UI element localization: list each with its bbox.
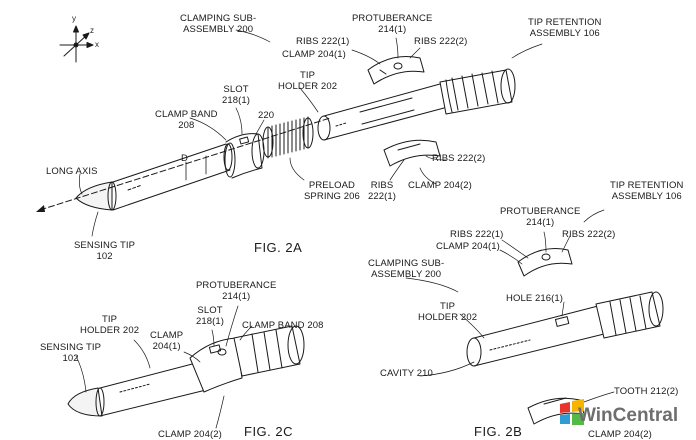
label-line: 204(1) [152, 341, 181, 352]
label-sensing-tip-2c: Sensing tip 102 [40, 342, 101, 364]
axis-label-x: x [95, 40, 99, 49]
fig2a-sensing-tip [75, 181, 117, 211]
fig2b-leaders [405, 209, 615, 403]
caption-fig-2a: FIG. 2A [254, 240, 303, 255]
label-line: Slot [197, 305, 223, 316]
watermark-wincentral: WinCentral [578, 405, 679, 426]
fig2a-long-axis-line [39, 117, 331, 211]
label-clamping-subassembly-2b: Clamping sub- assembly 200 [368, 258, 444, 280]
fig2a-leaders [78, 29, 543, 237]
label-line: Holder 202 [80, 325, 140, 336]
fig2a-clamp-band [224, 133, 265, 179]
label-preload-spring: Preload spring 206 [304, 180, 360, 202]
label-line: Clamping sub- [180, 13, 257, 24]
label-tip-holder-2c: Tip Holder 202 [80, 314, 139, 336]
label-line: Protuberance [352, 13, 433, 24]
label-clamp-204-2-2b: Clamp 204(2) [588, 429, 652, 440]
label-line: Ribs [370, 180, 394, 191]
label-line: Tip retention [610, 180, 684, 191]
label-line: 214(1) [526, 217, 555, 228]
label-line: 102 [62, 353, 79, 364]
fig2b-tip-holder [466, 305, 605, 367]
label-tip-retention-2a: Tip retention assembly 106 [528, 17, 601, 39]
label-line: Clamp band [155, 109, 218, 120]
label-sensing-tip-2a: Sensing tip 102 [74, 240, 135, 262]
label-protuberance-2b: Protuberance 214(1) [500, 206, 580, 228]
label-line: assembly 200 [371, 269, 442, 280]
label-line: Protuberance [500, 206, 581, 217]
label-line: Sensing tip [74, 240, 136, 251]
fig2a-clamp-204-1 [367, 56, 425, 85]
label-line: 222(1) [368, 191, 397, 202]
label-line: Tip [440, 301, 456, 312]
label-line: Sensing tip [40, 342, 102, 353]
label-clamp-204-1-2b: Clamp 204(1) [436, 241, 500, 252]
label-protuberance-2a: Protuberance 214(1) [352, 13, 432, 35]
label-line: spring 206 [304, 191, 360, 202]
label-line: Protuberance [196, 280, 277, 291]
label-line: Holder 202 [278, 81, 338, 92]
label-clamp-204-1-2c: Clamp 204(1) [150, 330, 183, 352]
label-line: holder 202 [418, 312, 478, 323]
label-slot-2c: Slot 218(1) [196, 305, 224, 327]
label-line: 218(1) [196, 316, 225, 327]
label-line: assembly 106 [611, 191, 682, 202]
label-tip-holder-2b: Tip holder 202 [418, 301, 477, 323]
label-line: assembly 106 [529, 28, 600, 39]
label-hole-2b: Hole 216(1) [506, 293, 564, 304]
label-line: assembly 200 [183, 24, 254, 35]
caption-fig-2c: FIG. 2C [244, 424, 294, 439]
label-tip-retention-2b: Tip retention assembly 106 [610, 180, 683, 202]
fig2c-assembly [99, 325, 305, 417]
fig2a-tip-holder [317, 83, 445, 141]
fig2a-tip-retention-body [439, 68, 516, 115]
wincentral-logo-icon [560, 399, 584, 425]
label-long-axis: Long axis [46, 166, 98, 177]
caption-fig-2b: FIG. 2B [474, 424, 523, 439]
label-ribs-222-1-2b: Ribs 222(1) [450, 229, 504, 240]
label-clamp-204-2-2a: Clamp 204(2) [408, 180, 472, 191]
label-line: Clamp [150, 330, 184, 341]
label-line: 102 [96, 251, 113, 262]
label-slot-2a: Slot 218(1) [222, 84, 250, 106]
label-ribs-222-2-2b: Ribs 222(2) [562, 229, 616, 240]
axis-label-z: z [90, 26, 94, 35]
label-line: Clamping sub- [368, 258, 445, 269]
label-clamp-band-2c: Clamp Band 208 [242, 320, 324, 331]
label-line: 208 [178, 120, 195, 131]
axes-legend-icon [59, 25, 94, 63]
label-ribs-222-2-lower: Ribs 222(2) [432, 153, 486, 164]
label-tooth-2b: Tooth 212(2) [614, 386, 679, 397]
label-line: Tip [102, 314, 118, 325]
label-line: 214(1) [222, 291, 251, 302]
label-line: Tip retention [528, 17, 602, 28]
label-clamp-204-2-2c: Clamp 204(2) [158, 429, 222, 440]
label-clamp-band-2a: Clamp band 208 [155, 109, 218, 131]
fig2a-clamp-204-2 [383, 139, 441, 167]
label-line: 218(1) [222, 95, 251, 106]
label-tip-holder-2a: Tip Holder 202 [278, 70, 337, 92]
fig2a-preload-spring [262, 116, 314, 159]
label-ribs-222-2-2a: Ribs 222(2) [414, 36, 468, 47]
label-line: 214(1) [378, 24, 407, 35]
label-ref-220: 220 [258, 110, 275, 121]
label-ribs-222-1-lower: Ribs 222(1) [368, 180, 396, 202]
label-cavity-2b: Cavity 210 [380, 368, 433, 379]
fig2b-tip-retention-body [595, 291, 664, 339]
fig2c-sensing-tip [67, 387, 105, 417]
fig2c-leaders [75, 305, 253, 429]
label-line: Preload [308, 180, 356, 191]
label-clamping-subassembly-2a: Clamping sub- assembly 200 [180, 13, 256, 35]
fig2a-shaft [112, 143, 233, 211]
label-clamp-204-1-2a: Clamp 204(1) [282, 49, 346, 60]
axis-label-y: y [72, 14, 76, 23]
label-protuberance-2c: Protuberance 214(1) [196, 280, 276, 302]
label-line: Tip [300, 70, 316, 81]
label-ribs-222-1-2a: Ribs 222(1) [296, 36, 350, 47]
label-line: Slot [223, 84, 249, 95]
fig2b-clamp-204-1 [517, 248, 573, 277]
label-ref-d: D [181, 153, 188, 164]
